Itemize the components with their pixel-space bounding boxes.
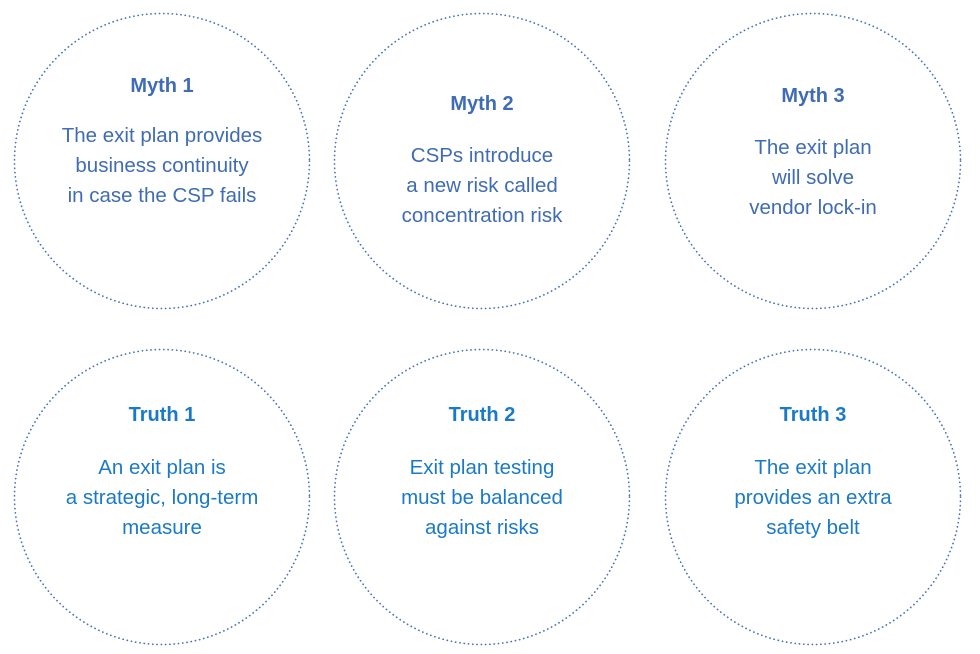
circle-text-block: Truth 1 An exit plan is a strategic, lon… xyxy=(13,403,311,543)
circle-body-line: The exit plan xyxy=(754,456,872,479)
circle-myth-3[interactable]: Myth 3 The exit plan will solve vendor l… xyxy=(664,12,962,310)
circle-truth-1[interactable]: Truth 1 An exit plan is a strategic, lon… xyxy=(13,348,311,646)
circle-text-block: Truth 2 Exit plan testing must be balanc… xyxy=(333,403,631,543)
circle-title: Myth 3 xyxy=(781,85,845,107)
circle-text-block: Myth 2 CSPs introduce a new risk called … xyxy=(333,92,631,231)
circle-body: The exit plan provides business continui… xyxy=(19,121,305,211)
circle-myth-2[interactable]: Myth 2 CSPs introduce a new risk called … xyxy=(333,12,631,310)
circle-body-line: must be balanced xyxy=(401,486,563,509)
circle-body-line: The exit plan xyxy=(754,136,872,159)
circle-body: An exit plan is a strategic, long-term m… xyxy=(19,453,305,543)
circle-body-line: vendor lock-in xyxy=(749,196,877,219)
circle-body-line: business continuity xyxy=(75,154,249,177)
circle-title: Truth 1 xyxy=(128,404,196,426)
circle-title: Truth 2 xyxy=(448,404,516,426)
circle-body-line: in case the CSP fails xyxy=(67,184,257,207)
circle-truth-2[interactable]: Truth 2 Exit plan testing must be balanc… xyxy=(333,348,631,646)
circle-body-line: will solve xyxy=(771,166,855,189)
circle-body-line: against risks xyxy=(425,516,539,539)
circle-title: Myth 2 xyxy=(450,93,514,115)
circle-body-line: CSPs introduce xyxy=(410,144,554,167)
circle-title: Truth 3 xyxy=(779,404,847,426)
circle-body-line: a strategic, long-term xyxy=(65,486,259,509)
circle-body: Exit plan testing must be balanced again… xyxy=(339,453,625,543)
circle-title: Myth 1 xyxy=(130,75,194,97)
circle-body-line: provides an extra xyxy=(734,486,892,509)
circle-body-line: concentration risk xyxy=(401,204,563,227)
circle-body-line: safety belt xyxy=(766,516,860,539)
circle-body-line: measure xyxy=(122,516,202,539)
circle-body-line: Exit plan testing xyxy=(409,456,555,479)
circle-body-line: a new risk called xyxy=(406,174,558,197)
circle-body-line: The exit plan provides xyxy=(61,124,263,147)
circle-truth-3[interactable]: Truth 3 The exit plan provides an extra … xyxy=(664,348,962,646)
circle-myth-1[interactable]: Myth 1 The exit plan provides business c… xyxy=(13,12,311,310)
circle-body: The exit plan will solve vendor lock-in xyxy=(670,133,956,223)
circle-body-line: An exit plan is xyxy=(98,456,226,479)
circle-text-block: Myth 1 The exit plan provides business c… xyxy=(13,74,311,211)
circle-body: CSPs introduce a new risk called concent… xyxy=(339,141,625,231)
circle-text-block: Myth 3 The exit plan will solve vendor l… xyxy=(664,84,962,223)
circle-text-block: Truth 3 The exit plan provides an extra … xyxy=(664,403,962,543)
circle-body: The exit plan provides an extra safety b… xyxy=(670,453,956,543)
